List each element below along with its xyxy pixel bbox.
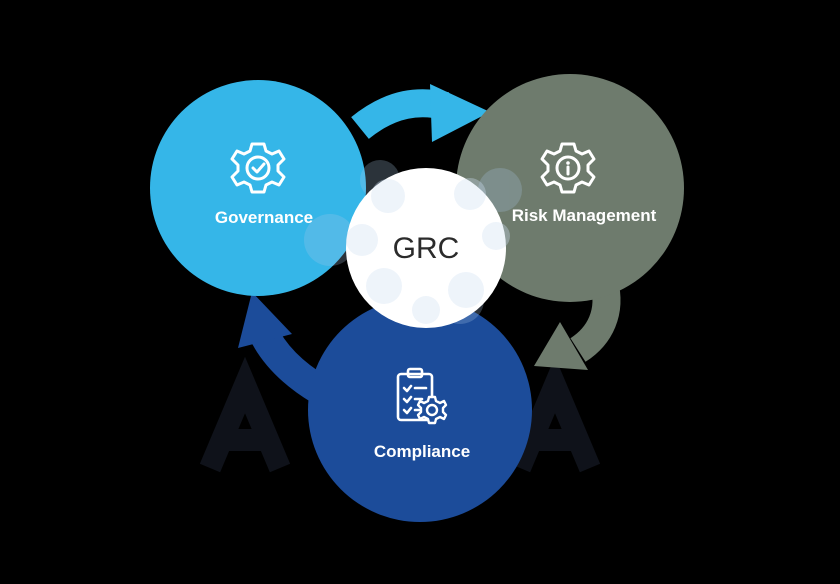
gear-check-icon [230,142,286,194]
node-governance-label: Governance [215,208,313,227]
center-label: GRC [393,232,460,265]
node-compliance-label: Compliance [374,442,470,461]
center-node: GRC [346,168,510,328]
arrow-governance-to-risk [351,84,490,142]
clipboard-gear-icon [396,367,448,425]
watermark-logo [199,356,601,473]
center-circle [346,168,506,328]
node-governance-circle [150,80,366,296]
center-bubble-pattern [346,178,510,324]
node-risk-label: Risk Management [512,206,657,225]
node-risk-circle [456,74,684,302]
gear-info-icon [540,142,596,194]
